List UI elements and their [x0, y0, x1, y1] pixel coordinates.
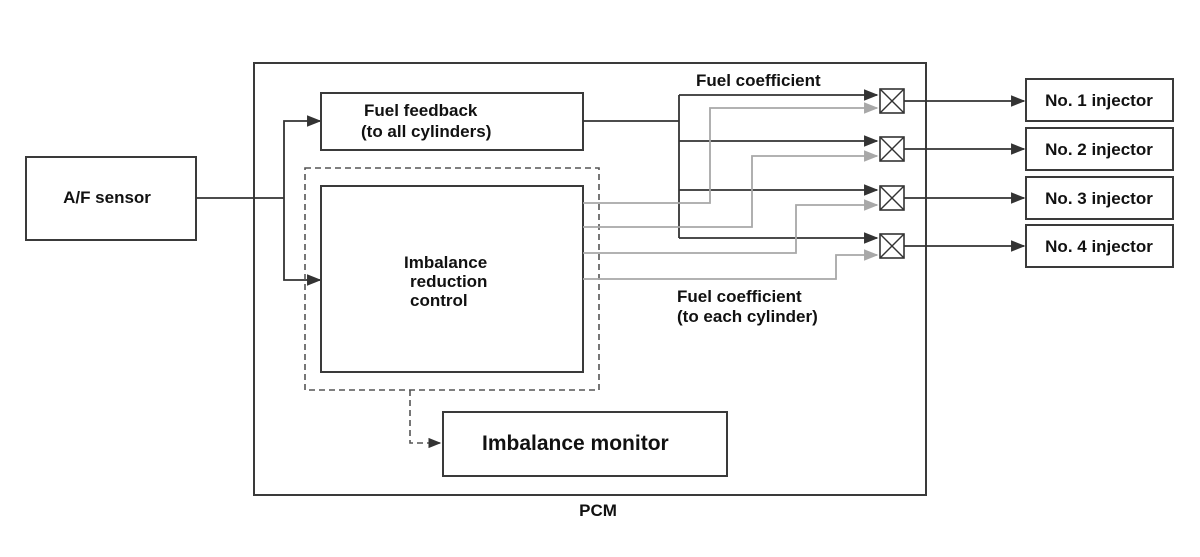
multiplier-node-3 — [879, 185, 905, 211]
af-sensor-label: A/F sensor — [63, 188, 151, 207]
imbalance-reduction-block: Imbalance reduction control — [320, 185, 584, 373]
cylinder-coefficient-line-4 — [583, 249, 879, 280]
multiplier-node-1 — [879, 88, 905, 114]
fuel-feedback-sublabel: (to all cylinders) — [361, 122, 491, 141]
injector-3-label: No. 3 injector — [1045, 189, 1153, 208]
multiplier-node-2 — [879, 136, 905, 162]
imbalance-reduction-label-3: control — [410, 291, 468, 310]
injector-3-block: No. 3 injector — [1025, 176, 1174, 220]
fuel-feedback-block: Fuel feedback (to all cylinders) — [320, 92, 584, 151]
pcm-label: PCM — [579, 501, 617, 520]
injector-1-label: No. 1 injector — [1045, 91, 1153, 110]
injector-4-block: No. 4 injector — [1025, 224, 1174, 268]
fuel-coefficient-label: Fuel coefficient — [696, 71, 821, 90]
injector-4-label: No. 4 injector — [1045, 237, 1153, 256]
imbalance-reduction-label-1: Imbalance — [404, 253, 487, 272]
cylinder-coefficient-line-2 — [583, 150, 879, 228]
injector-1-block: No. 1 injector — [1025, 78, 1174, 122]
af-sensor-block: A/F sensor — [25, 156, 197, 241]
injector-2-block: No. 2 injector — [1025, 127, 1174, 171]
arrow-to-imbalance-reduction — [283, 198, 322, 286]
cylinder-coefficient-line-3 — [583, 199, 879, 254]
fuel-coefficient-each-label: Fuel coefficient — [677, 287, 802, 306]
multiplier-node-4 — [879, 233, 905, 259]
pcm-boundary — [253, 62, 927, 496]
injector-2-label: No. 2 injector — [1045, 140, 1153, 159]
fuel-feedback-label: Fuel feedback — [364, 101, 478, 120]
imbalance-monitor-label: Imbalance monitor — [482, 432, 669, 455]
arrow-to-fuel-feedback — [283, 115, 322, 198]
fuel-coefficient-each-sublabel: (to each cylinder) — [677, 307, 818, 326]
cylinder-coefficient-line-1 — [583, 102, 879, 204]
imbalance-reduction-label-2: reduction — [410, 272, 487, 291]
imbalance-monitor-block: Imbalance monitor — [442, 411, 728, 477]
arrow-to-imbalance-monitor — [409, 390, 442, 449]
